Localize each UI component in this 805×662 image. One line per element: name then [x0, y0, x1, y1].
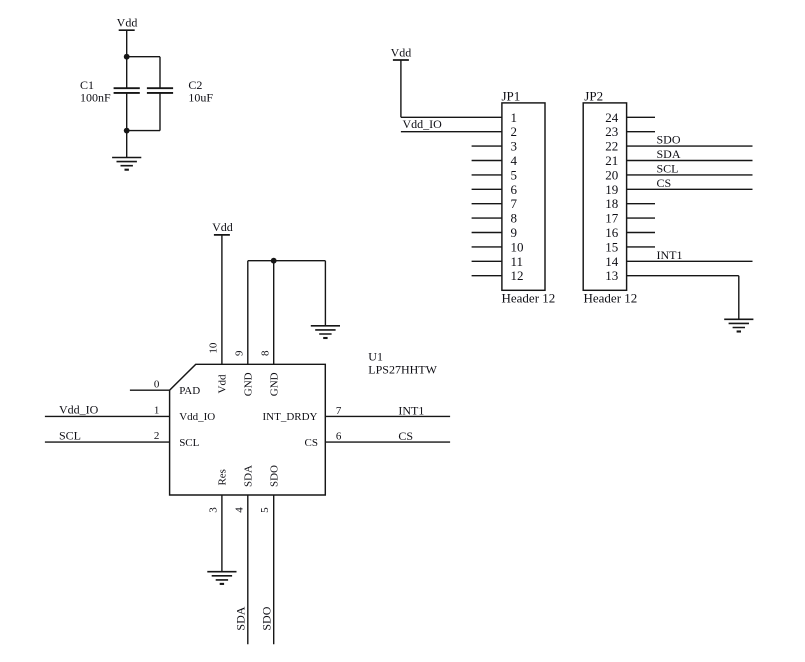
svg-text:CS: CS — [657, 176, 672, 190]
svg-text:4: 4 — [511, 153, 518, 168]
svg-text:INT_DRDY: INT_DRDY — [263, 411, 318, 423]
svg-text:12: 12 — [511, 268, 524, 283]
svg-text:SDA: SDA — [657, 147, 681, 161]
svg-text:SDO: SDO — [657, 133, 681, 147]
svg-text:SDA: SDA — [233, 606, 247, 630]
svg-text:23: 23 — [605, 124, 618, 139]
svg-text:SCL: SCL — [657, 162, 679, 176]
svg-text:16: 16 — [605, 225, 619, 240]
svg-text:Vdd_IO: Vdd_IO — [59, 403, 99, 417]
svg-text:SCL: SCL — [59, 429, 81, 443]
svg-text:5: 5 — [259, 507, 271, 513]
svg-text:15: 15 — [605, 239, 618, 254]
svg-text:10: 10 — [511, 239, 524, 254]
svg-text:13: 13 — [605, 268, 618, 283]
svg-text:Vdd_IO: Vdd_IO — [403, 117, 443, 131]
svg-text:19: 19 — [605, 182, 618, 197]
svg-text:Res: Res — [217, 469, 229, 486]
svg-text:9: 9 — [234, 350, 246, 356]
svg-text:JP2: JP2 — [584, 88, 603, 103]
svg-text:CS: CS — [398, 429, 413, 443]
svg-text:14: 14 — [605, 254, 619, 269]
svg-text:INT1: INT1 — [657, 248, 683, 262]
svg-text:10: 10 — [208, 342, 220, 354]
svg-text:Vdd: Vdd — [217, 374, 229, 393]
svg-text:7: 7 — [511, 196, 518, 211]
svg-text:1: 1 — [154, 405, 160, 417]
svg-text:SDA: SDA — [243, 465, 255, 487]
svg-text:PAD: PAD — [179, 385, 200, 397]
svg-text:9: 9 — [511, 225, 518, 240]
svg-text:0: 0 — [154, 379, 160, 391]
svg-text:17: 17 — [605, 211, 619, 226]
svg-text:Vdd: Vdd — [117, 15, 138, 29]
svg-text:JP1: JP1 — [502, 88, 521, 103]
svg-text:6: 6 — [511, 182, 518, 197]
svg-text:LPS27HHTW: LPS27HHTW — [368, 363, 437, 377]
svg-text:3: 3 — [207, 507, 219, 513]
svg-text:20: 20 — [605, 167, 618, 182]
svg-text:5: 5 — [511, 167, 518, 182]
svg-text:18: 18 — [605, 196, 618, 211]
svg-text:Header 12: Header 12 — [584, 290, 638, 305]
svg-text:U1: U1 — [368, 349, 383, 363]
svg-text:100nF: 100nF — [80, 90, 111, 104]
svg-text:C1: C1 — [80, 78, 94, 92]
svg-text:6: 6 — [336, 431, 342, 443]
svg-text:SDO: SDO — [259, 606, 273, 630]
svg-text:SDO: SDO — [268, 465, 280, 487]
svg-text:2: 2 — [154, 430, 160, 442]
svg-text:INT1: INT1 — [398, 403, 424, 417]
svg-text:GND: GND — [243, 372, 255, 396]
svg-text:CS: CS — [305, 437, 318, 449]
svg-text:7: 7 — [336, 405, 342, 417]
svg-text:24: 24 — [605, 110, 619, 125]
svg-text:Vdd_IO: Vdd_IO — [179, 411, 215, 423]
svg-text:Vdd: Vdd — [391, 45, 412, 59]
svg-text:4: 4 — [233, 507, 245, 513]
svg-text:1: 1 — [511, 110, 518, 125]
svg-text:21: 21 — [605, 153, 618, 168]
svg-text:2: 2 — [511, 124, 518, 139]
svg-text:3: 3 — [511, 139, 518, 154]
svg-text:C2: C2 — [188, 78, 202, 92]
svg-text:11: 11 — [511, 254, 524, 269]
svg-text:Header 12: Header 12 — [502, 290, 556, 305]
svg-text:22: 22 — [605, 139, 618, 154]
svg-text:Vdd: Vdd — [212, 220, 233, 234]
svg-text:10uF: 10uF — [188, 90, 213, 104]
svg-text:GND: GND — [268, 372, 280, 396]
svg-text:8: 8 — [511, 211, 518, 226]
svg-text:8: 8 — [259, 350, 271, 356]
svg-text:SCL: SCL — [179, 437, 199, 449]
